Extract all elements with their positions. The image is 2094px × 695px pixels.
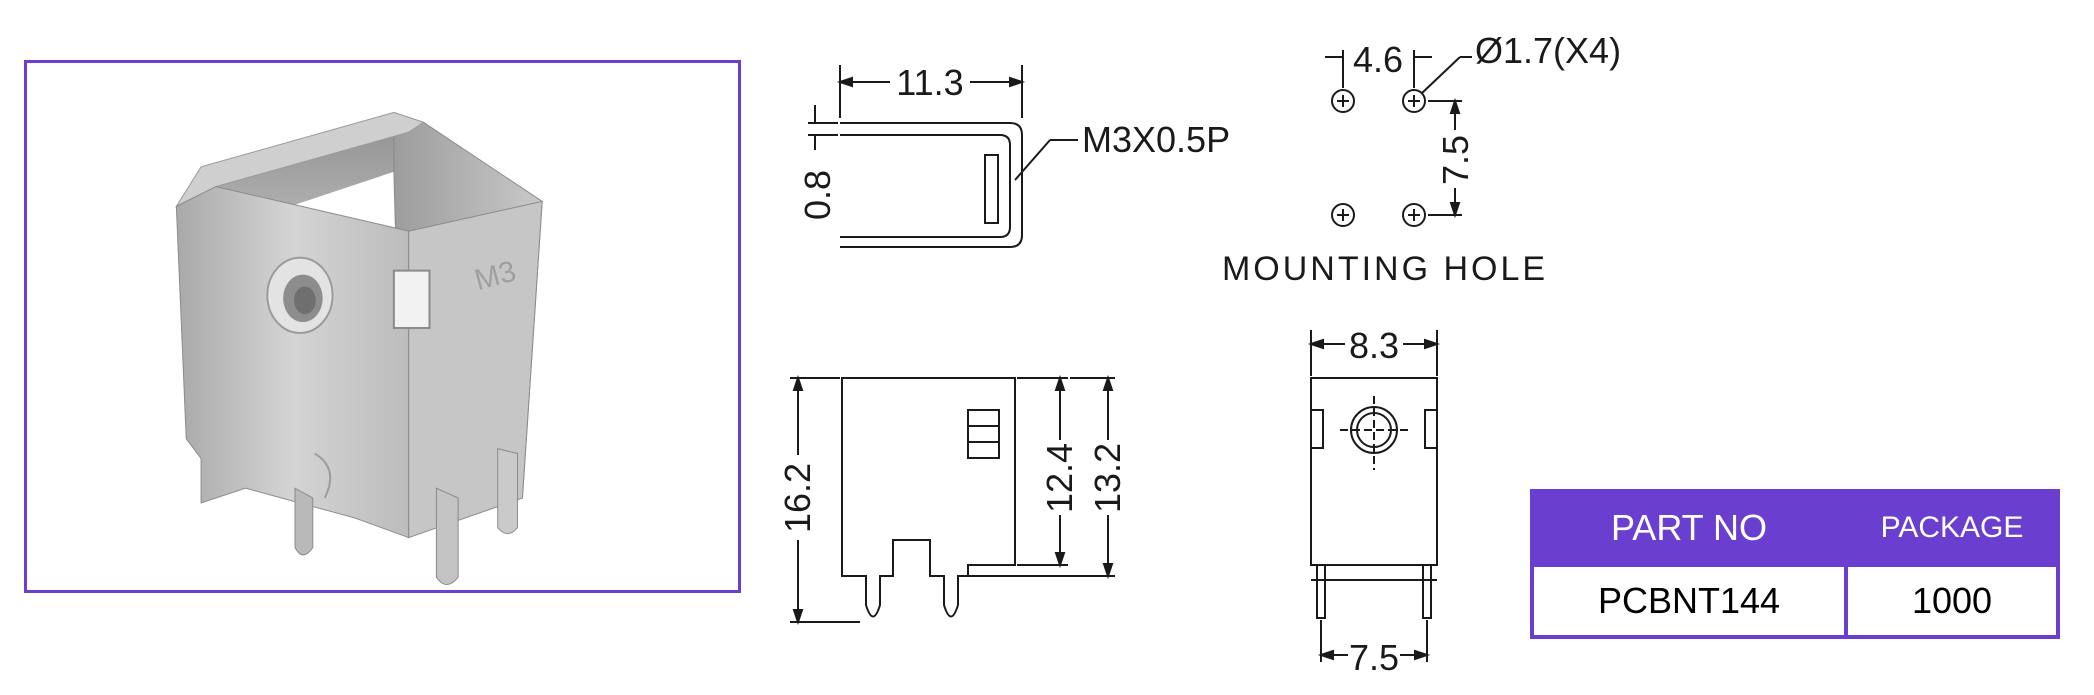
dim-width-front-bottom: 7.5: [1349, 637, 1399, 678]
side-view: [790, 374, 1115, 626]
part-info-table: PART NO PACKAGE PCBNT144 1000: [1530, 489, 2060, 639]
dim-width-top-view: 11.3: [896, 62, 963, 103]
dim-height-total: 16.2: [777, 463, 818, 533]
mounting-hole-view: [1325, 50, 1472, 227]
dim-hole-spacing-x: 4.6: [1353, 39, 1403, 80]
dim-thickness: 0.8: [797, 170, 838, 220]
thread-label: M3X0.5P: [1082, 119, 1230, 160]
table-row: PCBNT144 1000: [1530, 563, 2060, 639]
dim-height-inner: 12.4: [1039, 443, 1080, 513]
cell-part-number: PCBNT144: [1530, 563, 1848, 639]
top-view: [808, 65, 1078, 248]
terminal-photo: M3: [174, 111, 543, 586]
mounting-hole-caption: MOUNTING HOLE: [1222, 250, 1548, 288]
dim-width-front-top: 8.3: [1349, 325, 1399, 366]
product-photo-frame: M3: [24, 60, 741, 593]
table-header-row: PART NO PACKAGE: [1530, 489, 2060, 567]
header-package: PACKAGE: [1844, 489, 2060, 567]
dim-hole-diameter: Ø1.7(X4): [1475, 30, 1621, 71]
front-view: [1307, 330, 1441, 662]
dim-height-body: 13.2: [1087, 443, 1128, 513]
dim-hole-spacing-y: 7.5: [1435, 135, 1476, 185]
cell-package-qty: 1000: [1844, 563, 2060, 639]
header-part-no: PART NO: [1530, 489, 1848, 567]
